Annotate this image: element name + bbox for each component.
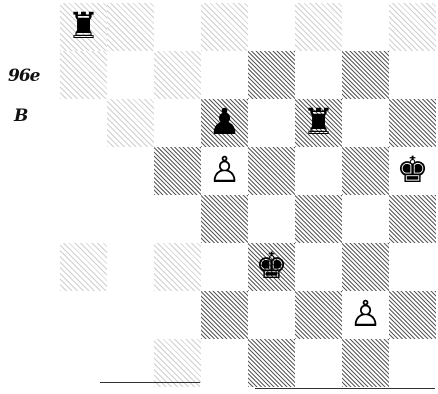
- white-pawn-icon: ♙: [342, 291, 389, 339]
- board-square: [248, 147, 295, 195]
- board-square: [342, 243, 389, 291]
- board-square: [201, 3, 248, 51]
- board-square: [248, 339, 295, 387]
- board-square: [154, 243, 201, 291]
- white-pawn-icon: ♙: [201, 147, 248, 195]
- black-king-icon: ♚: [389, 147, 436, 195]
- black-rook-icon: ♜: [295, 99, 342, 147]
- board-square: [154, 147, 201, 195]
- board-square: [389, 3, 436, 51]
- side-to-move: B: [14, 106, 28, 126]
- board-square: [201, 291, 248, 339]
- board-square: [389, 99, 436, 147]
- bottom-edge-left: [100, 382, 200, 383]
- board-square: [248, 51, 295, 99]
- board-square: [295, 195, 342, 243]
- board-square: [107, 3, 154, 51]
- bottom-edge-right: [255, 388, 435, 389]
- board-square: [107, 99, 154, 147]
- board-square: [201, 195, 248, 243]
- board-square: [154, 339, 201, 387]
- black-rook-icon: ♜: [60, 3, 107, 51]
- board-square: [154, 51, 201, 99]
- board-square: [389, 291, 436, 339]
- diagram-number: 96e: [8, 66, 39, 86]
- board-square: [60, 243, 107, 291]
- black-pawn-icon: ♟: [201, 99, 248, 147]
- board-square: [295, 3, 342, 51]
- black-king-icon: ♚: [248, 243, 295, 291]
- board-square: [389, 195, 436, 243]
- chessboard: ♜♟♜♙♚♚♙: [60, 3, 438, 391]
- board-square: [342, 51, 389, 99]
- board-square: [295, 291, 342, 339]
- board-square: [342, 339, 389, 387]
- board-square: [60, 51, 107, 99]
- board-square: [342, 147, 389, 195]
